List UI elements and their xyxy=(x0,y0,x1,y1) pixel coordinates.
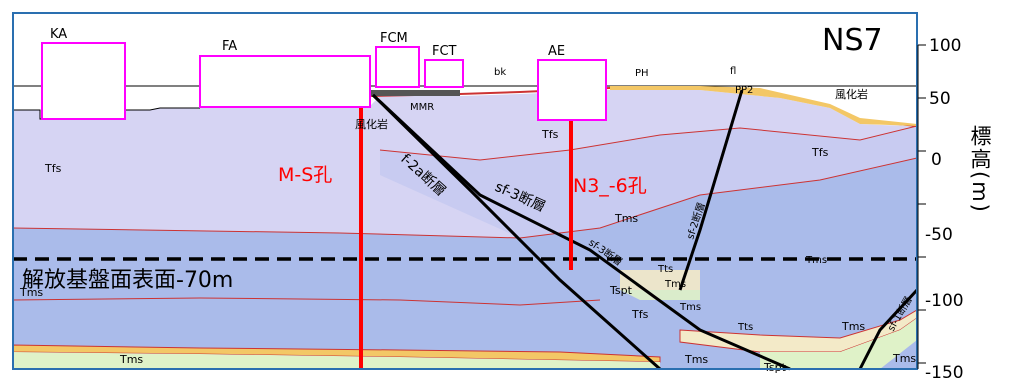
fault-sf2 xyxy=(678,89,744,291)
label-weathered-right: 風化岩 xyxy=(835,87,868,101)
axis-tick-m150: -150 xyxy=(925,363,964,382)
reference-line-label: 解放基盤面表面-70m xyxy=(22,268,233,293)
label-tspt-2: Tspt xyxy=(763,361,787,374)
building-label-fcm: FCM xyxy=(380,31,408,46)
label-tts-2: Tts xyxy=(737,322,753,333)
axis-tick-0: 0 xyxy=(931,150,942,170)
tspt-band-bottom xyxy=(13,352,660,369)
axis-title: 標高(m) xyxy=(968,125,992,214)
building-ae xyxy=(537,59,607,121)
label-tfs-low: Tfs xyxy=(631,308,649,321)
section-id: NS7 xyxy=(822,23,883,58)
building-label-fa: FA xyxy=(222,39,237,54)
label-tspt-1: Tspt xyxy=(609,284,633,297)
label-tms-center: Tms xyxy=(614,212,638,225)
label-weathered-left: 風化岩 xyxy=(355,117,388,131)
building-fct xyxy=(424,59,464,88)
label-tms-right: Tms xyxy=(805,255,827,266)
axis-tick-100: 100 xyxy=(929,36,961,56)
label-fl: fl xyxy=(730,66,736,77)
tms-layer xyxy=(13,158,917,369)
axis-tick-m50: -50 xyxy=(925,225,953,245)
borehole-label-ms: M-S孔 xyxy=(278,164,332,186)
building-ka xyxy=(41,42,126,120)
axis-tick-m100: -100 xyxy=(925,291,964,311)
building-fcm xyxy=(375,46,420,88)
building-fa xyxy=(199,55,371,108)
label-tms-br3: Tms xyxy=(892,352,916,365)
label-tms-br2: Tms xyxy=(684,353,708,366)
plot-frame xyxy=(12,12,918,370)
label-tfs-ae: Tfs xyxy=(541,128,559,141)
fault-sf1 xyxy=(858,288,919,370)
label-ph: PH xyxy=(635,68,649,79)
fault-f2a xyxy=(371,93,661,371)
label-tms-left: Tms xyxy=(19,286,43,299)
label-tms-bottom: Tms xyxy=(119,353,143,366)
axis-tick-50: 50 xyxy=(929,89,951,109)
elevation-axis: 100 50 0 -50 -100 -150 xyxy=(918,36,964,383)
label-pp2: PP2 xyxy=(735,85,753,96)
borehole-label-n3: N3_-6孔 xyxy=(573,175,647,197)
tfs-upper-lens xyxy=(380,126,917,238)
label-tfs-right: Tfs xyxy=(811,146,829,159)
label-bk: bk xyxy=(494,67,506,78)
fault-sf3 xyxy=(371,93,791,371)
label-tms-mid2: Tms xyxy=(679,302,701,313)
label-tfs-left: Tfs xyxy=(44,162,62,175)
building-label-fct: FCT xyxy=(432,44,457,59)
label-tts-1: Tts xyxy=(657,264,673,275)
building-label-ka: KA xyxy=(50,27,67,42)
label-tms-br1: Tms xyxy=(841,320,865,333)
label-mmr: MMR xyxy=(410,102,434,113)
building-label-ae: AE xyxy=(548,44,565,59)
label-tms-mid1: Tms xyxy=(664,279,686,290)
